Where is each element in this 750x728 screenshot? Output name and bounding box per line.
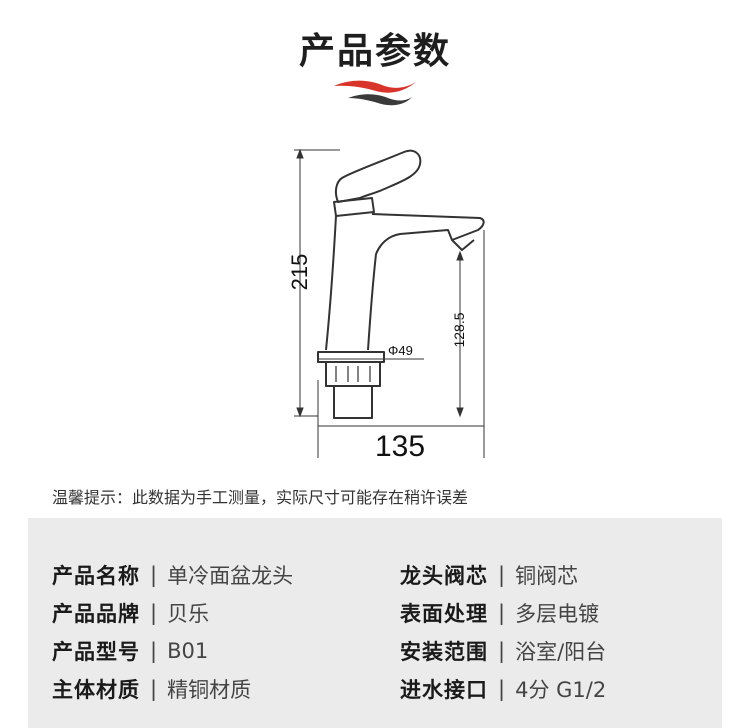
spec-separator: | [498,601,506,625]
spec-row: 产品型号 | B01 [52,632,293,670]
spec-panel: 产品名称 | 单冷面盆龙头 产品品牌 | 贝乐 产品型号 | B01 主体材质 … [28,518,722,728]
faucet-dimension-drawing: 215 128.5 Φ49 135 [287,148,485,463]
spec-row: 进水接口 | 4分 G1/2 [400,670,606,708]
spout-height-dimension [456,250,464,418]
spec-label: 安装范围 [400,640,488,664]
decorative-wave-icon [334,80,416,106]
height-dimension [294,148,340,418]
spec-separator: | [150,639,158,663]
spec-column-left: 产品名称 | 单冷面盆龙头 产品品牌 | 贝乐 产品型号 | B01 主体材质 … [52,556,293,708]
page-title: 产品参数 [298,31,451,72]
diameter-label: Φ49 [388,343,413,358]
spec-row: 产品品牌 | 贝乐 [52,594,293,632]
spec-separator: | [150,601,158,625]
spec-row: 产品名称 | 单冷面盆龙头 [52,556,293,594]
spec-value: 贝乐 [167,602,210,626]
spec-column-right: 龙头阀芯 | 铜阀芯 表面处理 | 多层电镀 安装范围 | 浴室/阳台 进水接口… [400,556,606,708]
spec-label: 产品名称 [52,564,140,588]
spec-value: 铜阀芯 [515,564,579,588]
spec-label: 龙头阀芯 [400,564,488,588]
width-dimension [317,230,485,458]
spec-separator: | [498,639,506,663]
spout-height-label: 128.5 [451,312,467,347]
spec-value: 浴室/阳台 [515,640,607,664]
faucet-outline [317,149,485,419]
spec-row: 龙头阀芯 | 铜阀芯 [400,556,606,594]
spec-row: 主体材质 | 精铜材质 [52,670,293,708]
width-label: 135 [375,430,425,463]
spec-value: B01 [167,639,209,663]
spec-separator: | [498,563,506,587]
spec-separator: | [150,563,158,587]
spec-label: 表面处理 [400,602,488,626]
spec-separator: | [498,677,506,701]
measurement-note: 温馨提示：此数据为手工测量，实际尺寸可能存在稍许误差 [52,488,469,507]
spec-label: 进水接口 [400,678,488,702]
spec-label: 主体材质 [52,678,140,702]
spec-row: 表面处理 | 多层电镀 [400,594,606,632]
spec-value: 单冷面盆龙头 [167,564,294,588]
height-label: 215 [287,254,312,291]
spec-label: 产品品牌 [52,602,140,626]
spec-label: 产品型号 [52,640,140,664]
spec-value: 多层电镀 [515,602,600,626]
spec-separator: | [150,677,158,701]
spec-value: 精铜材质 [167,678,252,702]
spec-value: 4分 G1/2 [515,678,607,702]
spec-row: 安装范围 | 浴室/阳台 [400,632,606,670]
